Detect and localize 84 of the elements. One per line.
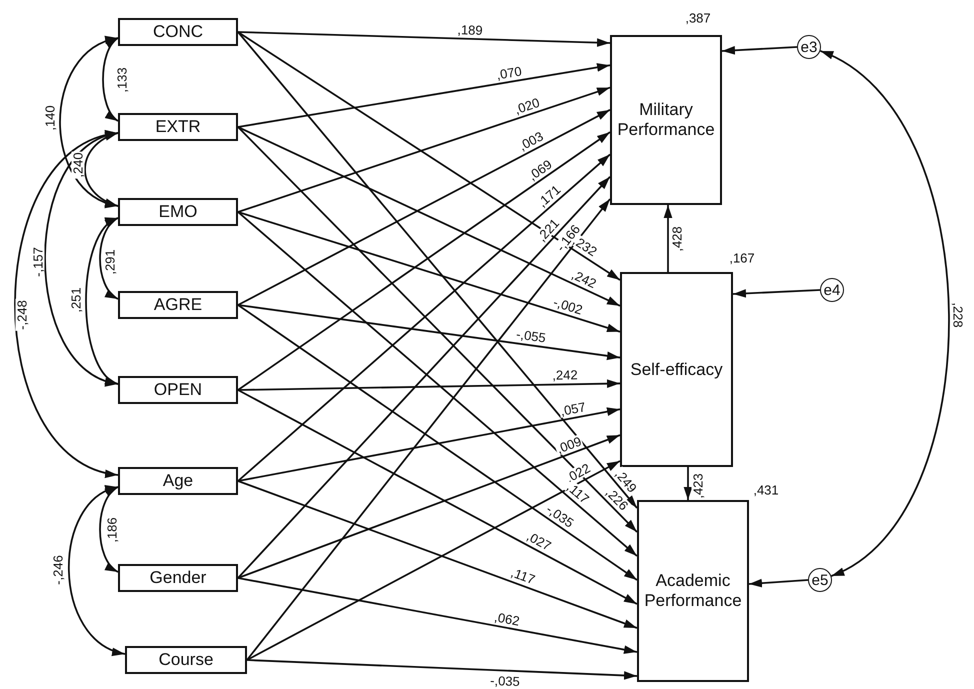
arrow — [237, 176, 611, 579]
coefficient-label: -,035 — [488, 673, 521, 688]
variable-name: Course — [158, 650, 214, 670]
coefficient-label: -,157 — [32, 246, 44, 278]
variable-box — [637, 500, 749, 682]
coefficient-label: ,228 — [952, 301, 964, 329]
arrow — [732, 289, 820, 298]
coefficient-label: ,242 — [551, 368, 579, 382]
arrow — [238, 480, 638, 629]
double-headed-arrow — [820, 50, 950, 577]
coefficient-label: ,428 — [670, 224, 684, 252]
double-headed-arrow — [102, 37, 119, 122]
variable-name: AGRE — [154, 295, 202, 315]
arrow — [722, 46, 798, 55]
variable-name: Age — [162, 471, 194, 491]
variable-name: Academic Performance — [643, 571, 743, 611]
coefficient-label: ,189 — [456, 22, 484, 37]
variable-box — [620, 272, 733, 467]
arrow — [238, 577, 638, 654]
variable-name: e4 — [824, 282, 840, 298]
variable-box — [118, 376, 238, 404]
coefficient-label: ,240 — [72, 151, 84, 179]
arrow — [238, 407, 620, 482]
variable-box — [118, 291, 238, 319]
arrow — [246, 460, 620, 661]
arrow — [238, 31, 620, 281]
double-headed-arrow — [84, 132, 118, 207]
arrow — [237, 154, 611, 482]
double-headed-arrow — [14, 132, 118, 476]
coefficient-label: ,291 — [104, 248, 116, 276]
arrow — [237, 304, 638, 581]
variable-box — [118, 467, 238, 495]
coefficient-label: ,251 — [70, 286, 82, 314]
double-headed-arrow — [99, 217, 119, 300]
coefficient-label: -,246 — [52, 554, 64, 586]
double-headed-arrow — [68, 486, 126, 655]
variable-name: Self-efficacy — [630, 360, 723, 380]
arrow — [246, 659, 638, 680]
error-term-circle — [808, 568, 832, 592]
coefficient-label: ,140 — [44, 104, 56, 132]
variable-box — [125, 646, 247, 674]
r-squared-value: ,167 — [729, 250, 755, 266]
arrow — [238, 304, 620, 360]
double-headed-arrow — [59, 37, 118, 207]
variable-name: Gender — [150, 568, 206, 588]
double-headed-arrow — [44, 132, 118, 385]
arrow — [238, 434, 620, 579]
double-headed-arrow — [85, 217, 118, 385]
arrow — [238, 379, 620, 391]
arrow — [237, 131, 611, 391]
coefficient-label: ,009 — [554, 434, 584, 456]
variable-name: CONC — [152, 22, 204, 42]
arrow — [238, 31, 610, 47]
arrow — [238, 211, 620, 333]
variable-name: e5 — [812, 572, 828, 588]
arrow — [238, 63, 610, 128]
variable-name: OPEN — [154, 380, 202, 400]
arrow — [237, 211, 638, 557]
variable-name: Military Performance — [616, 100, 716, 140]
variable-box — [610, 35, 722, 205]
arrow — [238, 86, 610, 213]
arrow — [664, 205, 672, 272]
coefficient-label: ,423 — [692, 472, 704, 500]
variable-name: EXTR — [155, 117, 201, 137]
r-squared-value: ,431 — [753, 482, 779, 498]
arrow — [237, 126, 638, 533]
error-term-circle — [797, 35, 821, 59]
coefficient-label: ,186 — [106, 516, 118, 544]
arrow — [237, 31, 638, 509]
variable-name: e3 — [800, 38, 818, 56]
r-squared-value: ,387 — [685, 10, 711, 26]
double-headed-arrow — [99, 486, 119, 573]
arrow — [246, 198, 611, 661]
arrow — [238, 389, 638, 605]
arrow — [748, 578, 808, 588]
variable-box — [118, 18, 238, 46]
arrow — [684, 467, 692, 500]
variable-box — [118, 198, 238, 226]
variable-box — [118, 564, 238, 592]
coefficient-label: -,248 — [16, 299, 28, 331]
variable-name: EMO — [158, 202, 198, 222]
variable-box — [118, 113, 238, 141]
error-term-circle — [820, 278, 844, 302]
coefficient-label: ,133 — [116, 66, 128, 94]
